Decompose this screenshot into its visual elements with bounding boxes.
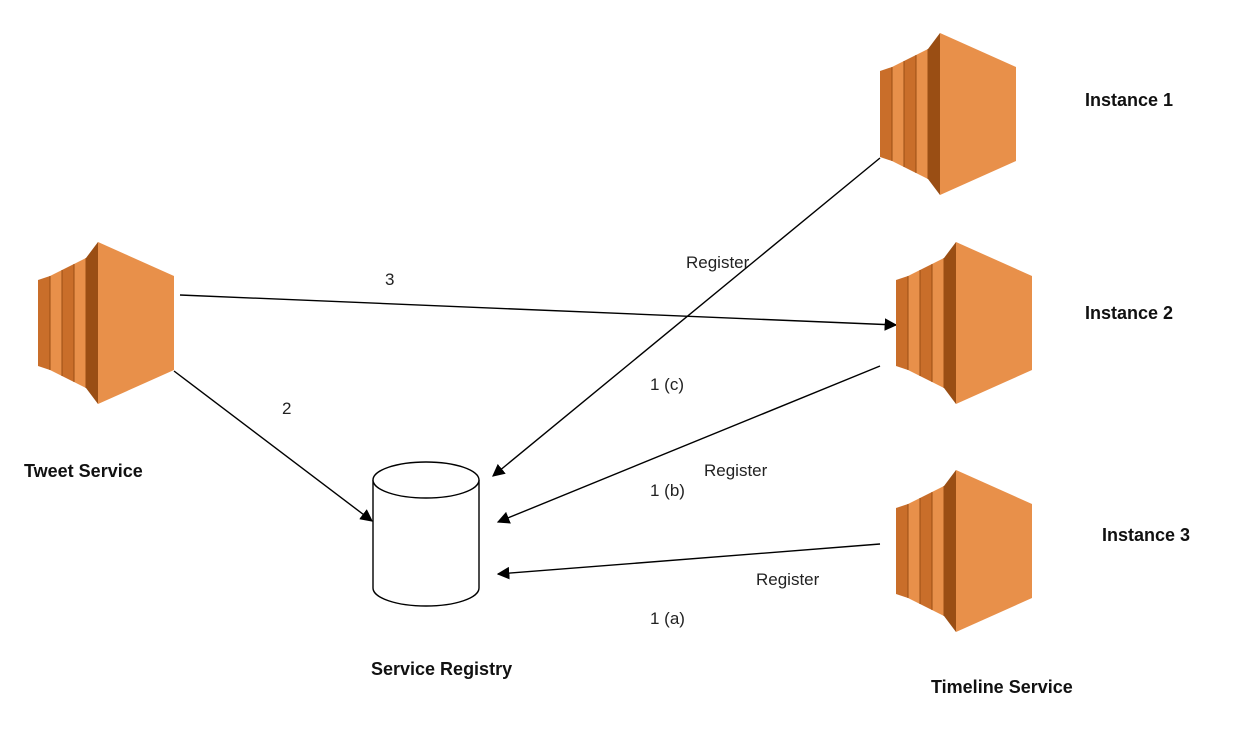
instance-3-label: Instance 3 xyxy=(1102,525,1190,545)
instance-2-server-icon xyxy=(895,241,1033,405)
edge-instance3-register xyxy=(496,543,881,580)
edge-label-instance1-register: Register xyxy=(686,253,750,272)
edge-tweet-to-registry xyxy=(173,370,374,522)
instance-3-server-icon xyxy=(895,469,1033,633)
edge-label-instance3-register: Register xyxy=(756,570,820,589)
tweet-service-label: Tweet Service xyxy=(24,461,143,481)
edge-label-1b: 1 (b) xyxy=(650,481,685,500)
edge-label-1a: 1 (a) xyxy=(650,609,685,628)
timeline-service-label: Timeline Service xyxy=(931,677,1073,697)
edge-instance1-register xyxy=(492,157,881,477)
edge-label-3: 3 xyxy=(385,270,394,289)
instance-2-label: Instance 2 xyxy=(1085,303,1173,323)
edge-label-instance2-register: Register xyxy=(704,461,768,480)
instance-1-label: Instance 1 xyxy=(1085,90,1173,110)
service-registry-label: Service Registry xyxy=(371,659,512,679)
service-registry-database-icon xyxy=(372,461,480,607)
edge-tweet-to-instance2 xyxy=(179,294,898,331)
instance-1-server-icon xyxy=(879,32,1017,196)
edge-instance2-register xyxy=(496,365,881,524)
edge-label-1c: 1 (c) xyxy=(650,375,684,394)
edge-label-2: 2 xyxy=(282,399,291,418)
tweet-service-server-icon xyxy=(37,241,175,405)
